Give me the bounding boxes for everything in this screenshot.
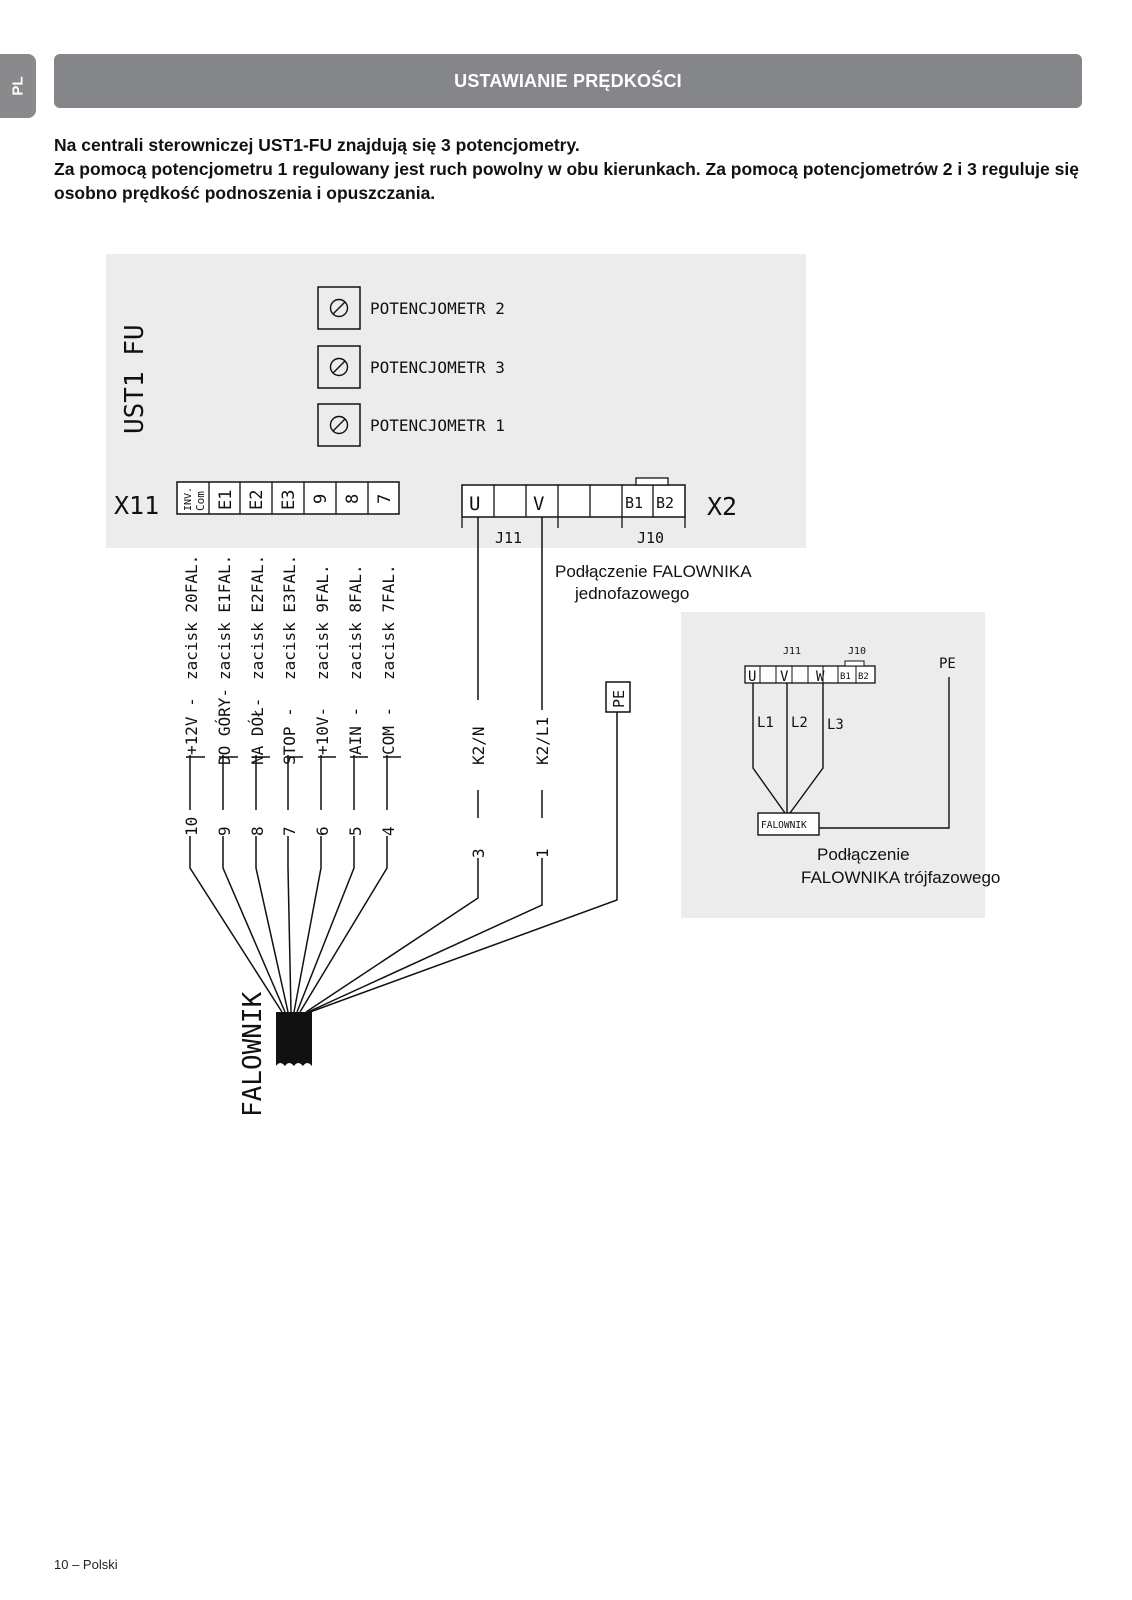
x11-wires [186, 517, 618, 1013]
wire-signal: +12V - [182, 697, 201, 755]
potentiometer-2-label: POTENCJOMETR 2 [370, 299, 505, 318]
three-phase-caption-2: FALOWNIKA trójfazowego [801, 868, 1000, 887]
x11-terminal-com: Com [194, 491, 207, 511]
wire-destination: zacisk E3FAL. [280, 555, 299, 680]
x11-terminal-inv: INV. [183, 487, 194, 511]
three-phase-inset [681, 612, 985, 918]
x11-terminal-e2: E2 [247, 490, 267, 510]
wire-number: 6 [313, 826, 332, 836]
x2-j10-label: J10 [637, 529, 664, 547]
inset-terminal-u: U [748, 669, 756, 685]
potentiometer-icon [329, 357, 349, 377]
wire-5: 5 AIN - zacisk 8FAL. [346, 564, 365, 836]
wire-number: 9 [215, 826, 234, 836]
potentiometer-1-label: POTENCJOMETR 1 [370, 416, 505, 435]
wiring-diagram: UST1 FU POTENCJOMETR 2 POTENCJOMETR 3 PO… [106, 254, 1000, 1117]
wire-7: 7 STOP - zacisk E3FAL. [280, 555, 299, 836]
intro-line-1: Na centrali sterowniczej UST1-FU znajduj… [54, 135, 580, 155]
wire-signal: COM - [379, 707, 398, 755]
x11-terminal-7: 7 [375, 494, 395, 504]
board-title: UST1 FU [120, 324, 150, 434]
potentiometer-icon [329, 298, 349, 318]
x11-connector: INV. Com E1 E2 E3 9 8 7 [176, 481, 400, 515]
wire-number: 1 [533, 848, 552, 858]
wire-signal: DO GÓRY- [215, 688, 234, 765]
x11-label: X11 [114, 491, 159, 520]
inset-pe-label: PE [939, 656, 956, 672]
wire-destination: zacisk E1FAL. [215, 555, 234, 680]
wire-1: K2/L1 1 [532, 712, 552, 858]
x11-terminal-e3: E3 [279, 490, 299, 510]
potentiometer-1[interactable]: POTENCJOMETR 1 [317, 403, 505, 447]
x2-connector: U V B1 B2 J11 J10 [461, 477, 686, 547]
wire-number: 4 [379, 826, 398, 836]
wire-destination: zacisk 20FAL. [182, 555, 201, 680]
x11-terminal-8: 8 [343, 494, 363, 504]
wire-label: K2/L1 [533, 717, 552, 765]
wire-signal: AIN - [346, 707, 365, 755]
x2-terminal-b1: B1 [625, 494, 643, 512]
phase-l3: L3 [827, 717, 844, 733]
single-phase-caption-2: jednofazowego [574, 584, 689, 603]
language-tab[interactable]: PL [0, 54, 36, 118]
x2-terminal-b2: B2 [656, 494, 674, 512]
inset-terminal-b2: B2 [858, 672, 869, 682]
potentiometer-icon [329, 415, 349, 435]
three-phase-caption-1: Podłączenie [817, 845, 910, 864]
x2-terminal-u: U [469, 493, 480, 515]
wire-signal: +10V- [313, 707, 332, 755]
inverter-cable [276, 1012, 312, 1066]
wire-6: 6 +10V- zacisk 9FAL. [313, 564, 332, 836]
inset-j10-label: J10 [848, 646, 866, 657]
wire-destination: zacisk E2FAL. [248, 555, 267, 680]
wire-3: K2/N 3 [468, 702, 488, 858]
wire-number: 3 [469, 848, 488, 858]
cable-label: FALOWNIK [238, 991, 268, 1117]
wire-10: 10 +12V - zacisk 20FAL. [182, 555, 201, 836]
phase-l2: L2 [791, 715, 808, 731]
three-phase-wires [752, 677, 950, 829]
wire-signal: STOP - [280, 707, 299, 765]
wire-signal: NA DÓŁ- [248, 698, 267, 765]
wire-4: 4 COM - zacisk 7FAL. [379, 564, 398, 836]
potentiometer-2[interactable]: POTENCJOMETR 2 [317, 286, 505, 330]
single-phase-caption-1: Podłączenie FALOWNIKA [555, 562, 752, 581]
phase-l1: L1 [757, 715, 774, 731]
wire-destination: zacisk 8FAL. [346, 564, 365, 680]
inset-terminal-v: V [780, 669, 789, 685]
inset-inverter-box [757, 812, 820, 836]
inset-terminal-w: W [816, 669, 825, 685]
wire-number: 5 [346, 826, 365, 836]
potentiometer-3[interactable]: POTENCJOMETR 3 [317, 345, 505, 389]
wire-destination: zacisk 7FAL. [379, 564, 398, 680]
wire-8: 8 NA DÓŁ- zacisk E2FAL. [248, 555, 267, 836]
inset-inverter-label: FALOWNIK [761, 820, 807, 831]
x2-label: X2 [707, 492, 737, 521]
potentiometer-3-label: POTENCJOMETR 3 [370, 358, 505, 377]
x2-j11-label: J11 [495, 529, 522, 547]
section-header: USTAWIANIE PRĘDKOŚCI [54, 54, 1082, 108]
wire-9: 9 DO GÓRY- zacisk E1FAL. [215, 555, 234, 836]
intro-text: Na centrali sterowniczej UST1-FU znajduj… [54, 133, 1094, 205]
section-title: USTAWIANIE PRĘDKOŚCI [454, 70, 682, 91]
x11-terminal-e1: E1 [216, 490, 236, 510]
x11-terminal-9: 9 [311, 494, 331, 504]
wire-label: K2/N [469, 726, 488, 765]
inset-terminal-b1: B1 [840, 672, 851, 682]
three-phase-connector: J11 J10 U V W B1 B2 [744, 646, 876, 685]
x2-terminal-v: V [533, 493, 544, 515]
wire-destination: zacisk 9FAL. [313, 564, 332, 680]
page-footer: 10 – Polski [54, 1557, 118, 1572]
pe-terminal: PE [605, 681, 631, 713]
wire-number: 8 [248, 826, 267, 836]
pe-label: PE [610, 690, 628, 708]
wire-number: 10 [182, 817, 201, 836]
wire-number: 7 [280, 826, 299, 836]
intro-line-2: Za pomocą potencjometru 1 regulowany jes… [54, 159, 1079, 203]
inset-j11-label: J11 [783, 646, 801, 657]
